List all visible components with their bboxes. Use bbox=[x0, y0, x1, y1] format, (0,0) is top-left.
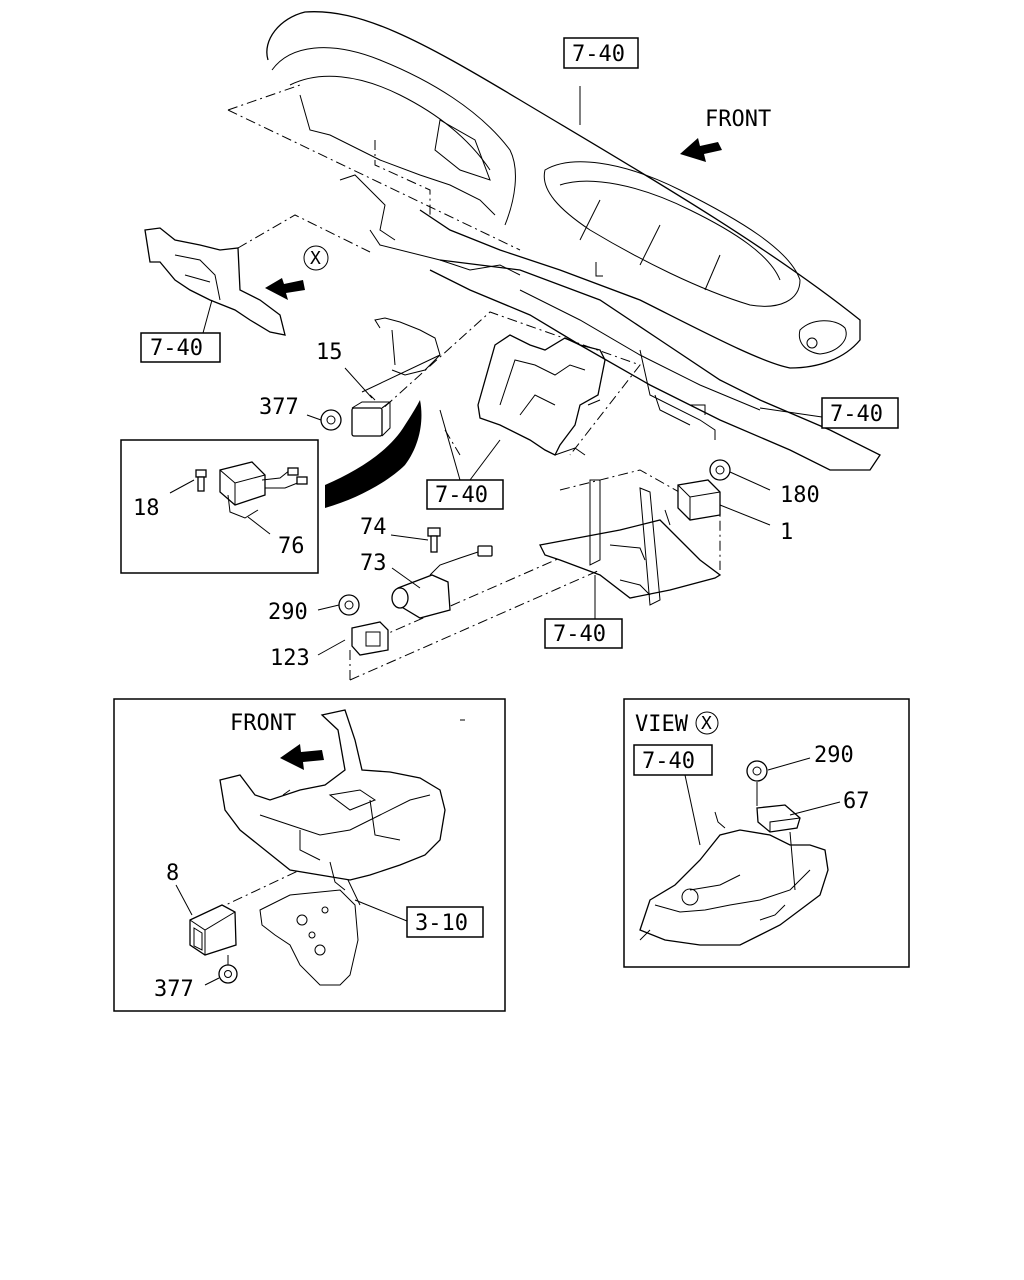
bolt-74 bbox=[427, 527, 441, 553]
bolt-18 bbox=[195, 469, 207, 492]
part-label-290-main: 290 bbox=[268, 600, 308, 625]
ref-box-right: 7-40 bbox=[821, 397, 899, 429]
ref-box-frame: 3-10 bbox=[406, 906, 484, 938]
front-arrow-inset: FRONT bbox=[230, 711, 324, 770]
relay-123 bbox=[351, 621, 389, 656]
buzzer-73 bbox=[391, 545, 493, 619]
relay-15 bbox=[351, 394, 392, 437]
part-label-377-inset: 377 bbox=[154, 977, 194, 1002]
svg-text:7-40: 7-40 bbox=[150, 336, 203, 361]
part-label-1: 1 bbox=[780, 520, 793, 545]
svg-text:7-40: 7-40 bbox=[553, 622, 606, 647]
detail-arc bbox=[325, 400, 422, 508]
part-label-18: 18 bbox=[133, 496, 160, 521]
view-x-bracket bbox=[639, 811, 829, 946]
dashboard-panel bbox=[227, 11, 861, 369]
front-label-top: FRONT bbox=[705, 107, 771, 132]
module-76 bbox=[219, 461, 308, 519]
crossmember bbox=[429, 259, 881, 471]
front-arrow-top: FRONT bbox=[680, 107, 771, 162]
ref-box-top: 7-40 bbox=[563, 37, 639, 69]
view-x-marker: X bbox=[701, 713, 712, 734]
svg-text:3-10: 3-10 bbox=[415, 911, 468, 936]
relay-67 bbox=[756, 804, 801, 833]
nut-377-inset bbox=[218, 964, 238, 984]
detail-box-front bbox=[113, 698, 506, 1012]
leader-lines bbox=[169, 299, 841, 986]
nut-290-main bbox=[338, 594, 360, 616]
x-marker-label: X bbox=[310, 248, 321, 269]
nut-290-view bbox=[746, 760, 768, 782]
front-label-inset: FRONT bbox=[230, 711, 296, 736]
part-label-290-view: 290 bbox=[814, 743, 854, 768]
svg-text:7-40: 7-40 bbox=[572, 42, 625, 67]
part-label-180: 180 bbox=[780, 483, 820, 508]
part-labels: 15 377 18 76 74 73 290 123 180 1 8 377 2… bbox=[133, 340, 870, 1002]
nut-377-top bbox=[320, 409, 342, 431]
svg-text:7-40: 7-40 bbox=[830, 402, 883, 427]
detail-box-view-x bbox=[623, 698, 910, 968]
relay-1 bbox=[677, 479, 721, 521]
part-label-377-top: 377 bbox=[259, 395, 299, 420]
relay-8 bbox=[189, 904, 237, 956]
ref-box-lower: 7-40 bbox=[544, 618, 623, 649]
left-bracket bbox=[144, 214, 371, 336]
svg-text:7-40: 7-40 bbox=[435, 483, 488, 508]
part-label-73: 73 bbox=[360, 551, 387, 576]
view-label: VIEW bbox=[635, 712, 689, 737]
view-x-arrow: X bbox=[265, 245, 329, 300]
nut-180 bbox=[709, 459, 731, 481]
frame-bracket bbox=[219, 709, 446, 986]
view-x-header: VIEW X bbox=[635, 711, 719, 737]
part-label-76: 76 bbox=[278, 534, 305, 559]
svg-text:7-40: 7-40 bbox=[642, 749, 695, 774]
lower-mounting-plate bbox=[349, 469, 722, 681]
part-label-123: 123 bbox=[270, 646, 310, 671]
part-label-15: 15 bbox=[316, 340, 343, 365]
part-label-67: 67 bbox=[843, 789, 870, 814]
detail-box-18-76 bbox=[120, 439, 319, 574]
ref-box-center: 7-40 bbox=[426, 479, 504, 510]
part-label-8: 8 bbox=[166, 861, 179, 886]
part-label-74: 74 bbox=[360, 515, 387, 540]
ref-box-view-x: 7-40 bbox=[633, 744, 713, 776]
ref-box-left: 7-40 bbox=[140, 332, 221, 363]
